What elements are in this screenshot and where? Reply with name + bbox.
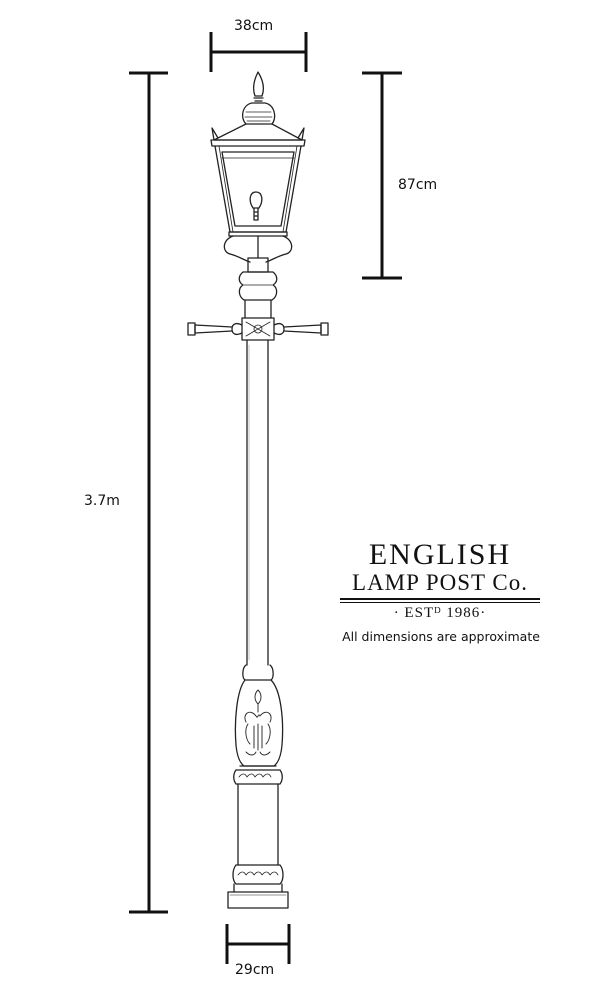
brand-rule bbox=[340, 598, 540, 600]
brand-logo: ENGLISH LAMP POST Co. · ESTᴰ 1986· bbox=[340, 540, 540, 622]
brand-established: · ESTᴰ 1986· bbox=[393, 605, 487, 621]
dimension-lantern-width: 38cm bbox=[234, 18, 274, 34]
lamp-post-drawing bbox=[187, 71, 329, 909]
approximate-dimensions-note: All dimensions are approximate bbox=[342, 629, 540, 644]
dimension-total-height: 3.7m bbox=[84, 493, 120, 509]
dimension-base-width: 29cm bbox=[235, 962, 275, 978]
dimension-lantern-height: 87cm bbox=[398, 177, 438, 193]
brand-rule-thin bbox=[340, 602, 540, 603]
brand-name-line2: LAMP POST Co. bbox=[352, 570, 528, 595]
brand-name-line1: ENGLISH bbox=[368, 538, 512, 571]
dimension-lines bbox=[129, 32, 402, 964]
